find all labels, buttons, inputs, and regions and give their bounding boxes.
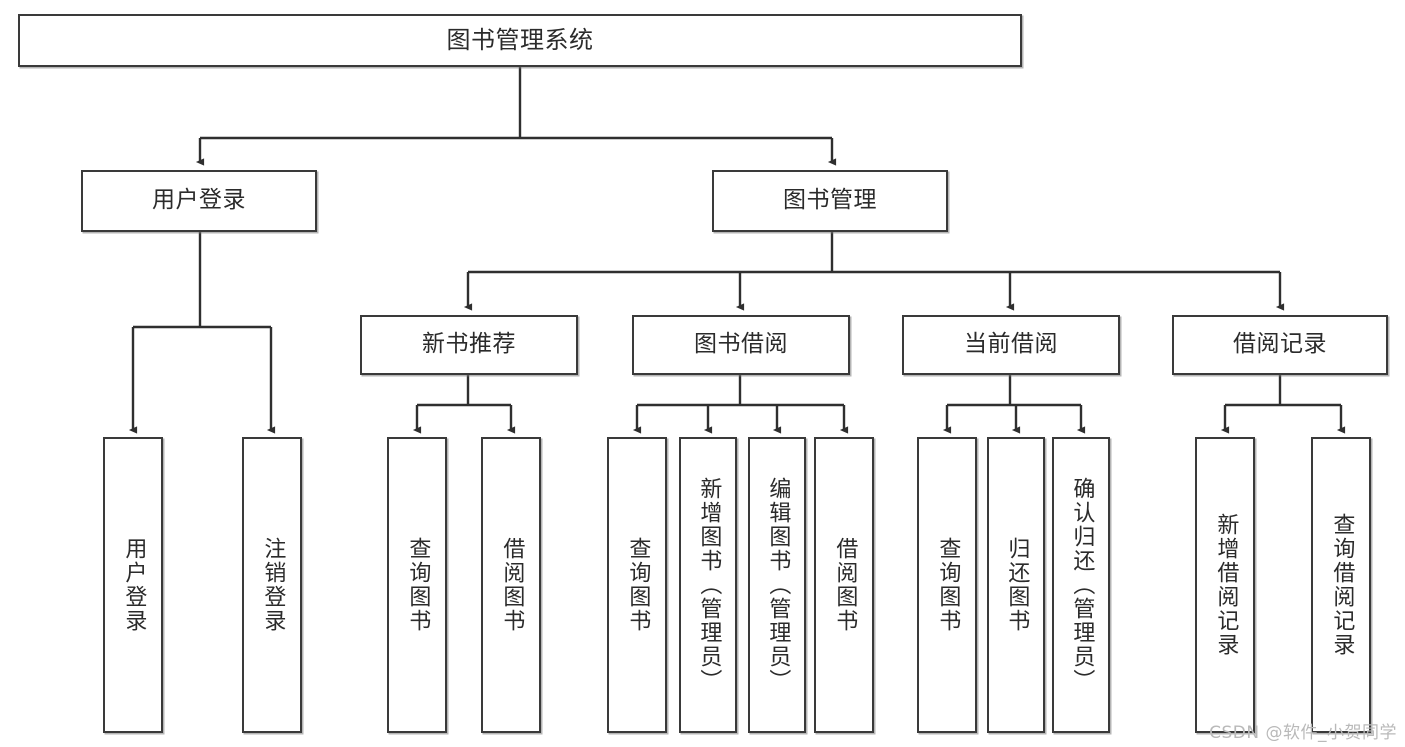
leaf-borrow-record-query-record[interactable]: 查询借阅记录 <box>1311 437 1371 733</box>
leaf-book-borrow-add-book-admin[interactable]: 新增图书（管理员） <box>679 437 737 733</box>
node-new-book-recommend[interactable]: 新书推荐 <box>360 315 578 375</box>
node-label: 图书管理 <box>783 187 877 214</box>
csdn-watermark: CSDN @软件_小贺同学 <box>1209 723 1397 743</box>
leaf-book-borrow-edit-book-admin[interactable]: 编辑图书（管理员） <box>748 437 806 733</box>
node-label: 用户登录 <box>121 537 147 633</box>
node-label: 用户登录 <box>152 187 246 214</box>
node-user-login[interactable]: 用户登录 <box>81 170 317 232</box>
node-label: 新增图书（管理员） <box>696 477 722 693</box>
leaf-new-book-query-book[interactable]: 查询图书 <box>387 437 447 733</box>
node-current-borrow[interactable]: 当前借阅 <box>902 315 1120 375</box>
leaf-user-login-login[interactable]: 用户登录 <box>103 437 163 733</box>
node-label: 查询图书 <box>625 537 651 633</box>
node-book-borrow[interactable]: 图书借阅 <box>632 315 850 375</box>
node-label: 图书借阅 <box>694 331 788 358</box>
leaf-current-borrow-return-book[interactable]: 归还图书 <box>987 437 1045 733</box>
node-label: 注销登录 <box>260 537 286 633</box>
node-borrow-record[interactable]: 借阅记录 <box>1172 315 1388 375</box>
node-label: 确认归还（管理员） <box>1069 477 1095 693</box>
leaf-user-login-logout[interactable]: 注销登录 <box>242 437 302 733</box>
node-label: 归还图书 <box>1004 537 1030 633</box>
node-label: 新增借阅记录 <box>1213 513 1239 657</box>
node-label: 查询图书 <box>405 537 431 633</box>
node-label: 新书推荐 <box>422 331 516 358</box>
node-label: 借阅图书 <box>832 537 858 633</box>
leaf-borrow-record-add-record[interactable]: 新增借阅记录 <box>1195 437 1255 733</box>
leaf-current-borrow-confirm-return-admin[interactable]: 确认归还（管理员） <box>1052 437 1110 733</box>
node-label: 查询图书 <box>935 537 961 633</box>
leaf-book-borrow-borrow-book[interactable]: 借阅图书 <box>814 437 874 733</box>
node-book-management[interactable]: 图书管理 <box>712 170 948 232</box>
leaf-book-borrow-query-book[interactable]: 查询图书 <box>607 437 667 733</box>
leaf-current-borrow-query-book[interactable]: 查询图书 <box>917 437 977 733</box>
node-label: 查询借阅记录 <box>1329 513 1355 657</box>
node-label: 当前借阅 <box>964 331 1058 358</box>
node-label: 编辑图书（管理员） <box>765 477 791 693</box>
leaf-new-book-borrow-book[interactable]: 借阅图书 <box>481 437 541 733</box>
node-root-book-management-system[interactable]: 图书管理系统 <box>18 14 1022 67</box>
node-label: 图书管理系统 <box>446 26 594 55</box>
node-label: 借阅图书 <box>499 537 525 633</box>
node-label: 借阅记录 <box>1233 331 1327 358</box>
